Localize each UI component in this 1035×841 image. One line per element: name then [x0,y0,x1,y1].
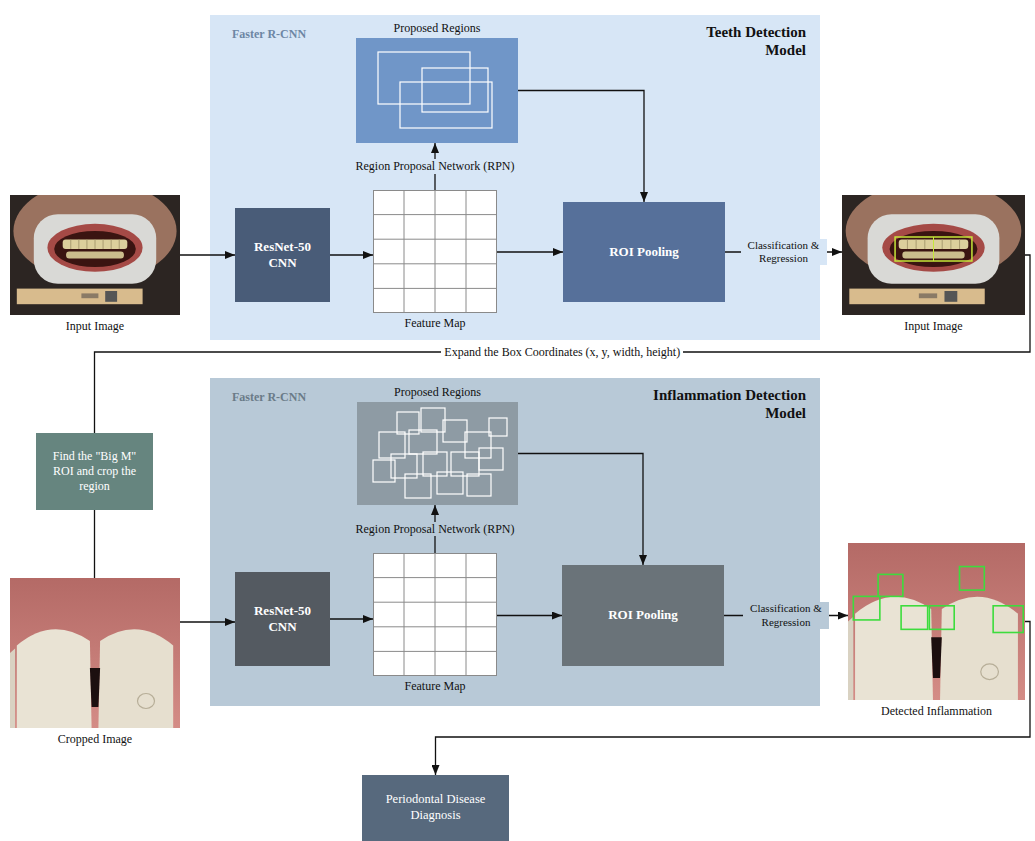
image-caption: Cropped Image [0,732,190,747]
box-label: ROI Pooling [609,244,679,260]
edge-label: Classification & Regression [741,239,827,265]
box-label: ResNet-50 CNN [241,603,324,636]
box-label: ROI Pooling [608,607,678,623]
process-box: Find the "Big M" ROI and crop the region [36,433,153,510]
panel-title: Teeth Detection Model [686,23,806,59]
edge-label: Expand the Box Coordinates (x, y, width,… [441,345,683,359]
panel-label: Faster R-CNN [232,27,306,42]
proposed-regions: Proposed Regions [357,402,518,505]
photo-illustration [848,543,1025,700]
box-label: ResNet-50 CNN [241,239,324,272]
feature-map: Feature Map [373,190,497,313]
connector [94,510,95,578]
cnn-box: ResNet-50 CNN [235,208,330,302]
panel-label: Faster R-CNN [232,390,306,405]
image-caption: Input Image [832,319,1035,334]
output-photo: Input Image [842,195,1025,315]
region-proposals-picture [356,38,518,143]
proposed-regions: Proposed Regions [356,38,518,143]
feature-map-grid [373,190,497,313]
node-heading: Proposed Regions [336,21,538,36]
image-caption: Input Image [0,319,190,334]
photo-illustration [10,578,180,728]
edge-label: Region Proposal Network (RPN) [353,522,518,536]
cnn-box: ResNet-50 CNN [235,572,330,666]
feature-map-grid [373,553,497,676]
roi-pooling-box: ROI Pooling [563,202,725,302]
panel-title: Inflammation Detection Model [631,386,806,422]
cropped-photo: Cropped Image [10,578,180,728]
box-label: Periodontal Disease Diagnosis [368,792,503,823]
detected-photo: Detected Inflammation [848,543,1025,700]
node-caption: Feature Map [353,679,517,694]
node-caption: Feature Map [353,316,517,331]
edge-label: Classification & Regression [743,602,829,628]
region-proposals-picture [357,402,518,505]
input-photo: Input Image [10,195,180,315]
box-label: Find the "Big M" ROI and crop the region [42,449,147,494]
model-panel: Faster R-CNN Teeth Detection Model Propose… [210,15,820,340]
result-box: Periodontal Disease Diagnosis [362,775,509,841]
feature-map: Feature Map [373,553,497,676]
roi-pooling-box: ROI Pooling [562,565,724,666]
node-heading: Proposed Regions [337,385,538,400]
photo-illustration [10,195,180,315]
image-caption: Detected Inflammation [838,704,1035,719]
edge-label: Region Proposal Network (RPN) [353,159,518,173]
photo-illustration [842,195,1025,315]
model-panel: Faster R-CNN Inflammation Detection Model… [210,378,820,706]
